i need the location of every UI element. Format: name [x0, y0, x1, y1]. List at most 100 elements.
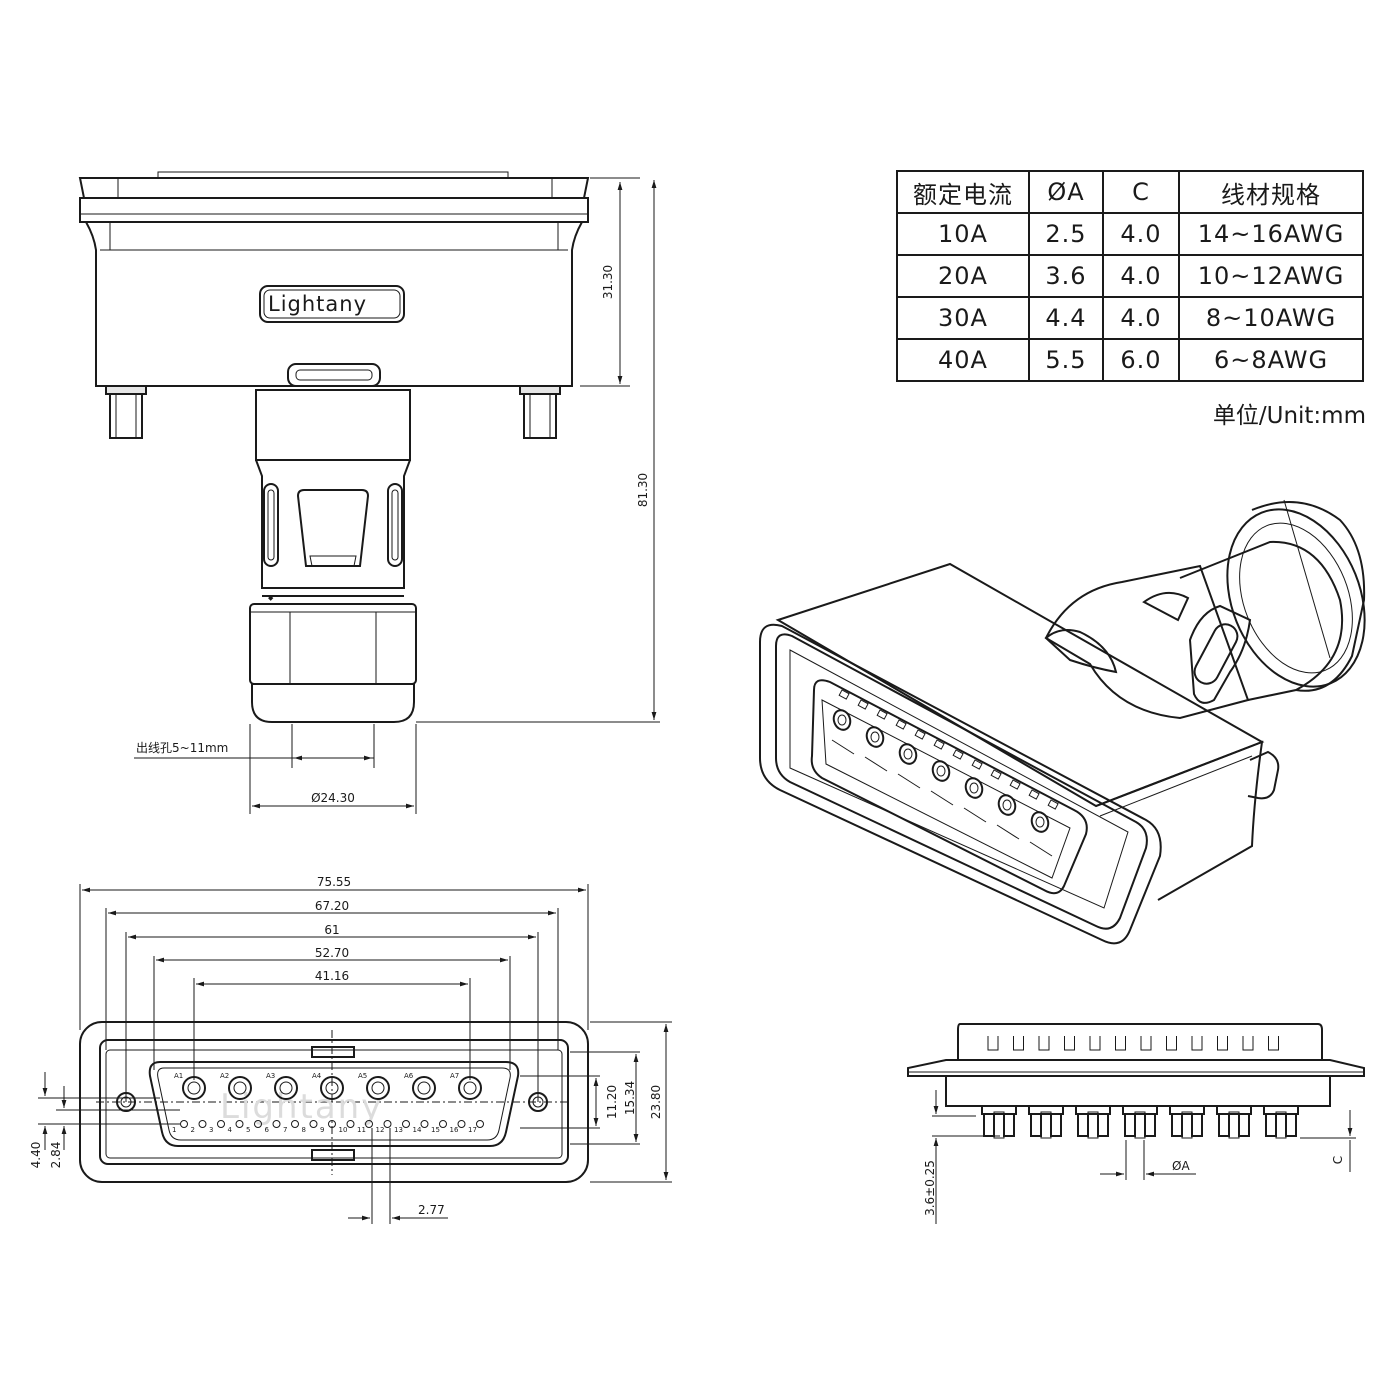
signal-pin-label: 8: [302, 1126, 306, 1134]
signal-pin-hole: [235, 1120, 244, 1128]
side-slot: [1242, 1036, 1254, 1051]
signal-pin: 14: [413, 1120, 429, 1134]
signal-pin-label: 3: [209, 1126, 213, 1134]
contact-tail: [1171, 1113, 1183, 1137]
dim-left-284: 2.84: [49, 1142, 63, 1169]
power-pin-outer: [458, 1076, 482, 1100]
power-pin-inner: [463, 1081, 477, 1095]
iso-contact-core: [1035, 816, 1045, 828]
watermark: Lightany: [220, 1087, 383, 1127]
contact-collar: [1075, 1105, 1111, 1115]
table-header-row: 额定电流 ØA C 线材规格: [896, 170, 1364, 214]
contact-tail: [1218, 1113, 1230, 1137]
iso-contact-ring: [898, 743, 918, 765]
signal-pin: 11: [357, 1120, 373, 1134]
side-slot: [1064, 1036, 1075, 1051]
table-row: 40A 5.5 6.0 6~8AWG: [896, 338, 1364, 382]
iso-signal-slot: [876, 709, 888, 720]
iso-contact-pin: [963, 807, 987, 823]
iso-power-contact: [996, 794, 1020, 840]
iso-contact-core: [903, 748, 913, 760]
contact-tail: [1077, 1113, 1089, 1137]
contact-tail: [1124, 1113, 1136, 1137]
iso-contact-pin: [996, 824, 1020, 840]
side-slot-row: [987, 1036, 1279, 1051]
iso-contact-pin: [864, 756, 888, 772]
contact-collar: [981, 1105, 1017, 1115]
isometric-view-drawing: [759, 499, 1366, 945]
iso-signal-slot: [971, 759, 983, 770]
side-slot: [1013, 1036, 1024, 1051]
table-cell: 4.0: [1102, 254, 1180, 298]
iso-contact-core: [837, 714, 847, 726]
power-pin-inner: [417, 1081, 431, 1095]
dim-width-61: 61: [324, 923, 339, 937]
power-pin: A6: [404, 1072, 436, 1100]
signal-pin-hole: [365, 1120, 373, 1128]
iso-signal-slot: [990, 769, 1002, 780]
svg-text:◆: ◆: [268, 594, 274, 602]
side-slot: [1268, 1036, 1279, 1051]
signal-pin: 8: [302, 1120, 318, 1134]
table-cell: 6.0: [1102, 338, 1180, 382]
iso-power-contact: [864, 726, 888, 772]
iso-contact-core: [969, 782, 979, 794]
power-pin-outer: [228, 1076, 252, 1100]
signal-pin-label: 11: [357, 1126, 366, 1134]
signal-pin-label: 16: [450, 1126, 459, 1134]
side-contact: [1169, 1105, 1205, 1139]
dim-tail: 3.6±0.25: [923, 1160, 937, 1216]
table-row: 10A 2.5 4.0 14~16AWG: [896, 212, 1364, 256]
dim-diameter-a: ØA: [1172, 1159, 1190, 1173]
iso-contact-ring: [997, 794, 1017, 816]
iso-contact-ring: [964, 777, 984, 799]
iso-signal-slot: [933, 739, 945, 750]
dim-pitch: 2.77: [418, 1203, 445, 1217]
iso-contact-ring: [931, 760, 951, 782]
signal-pin-hole: [217, 1120, 225, 1128]
contact-tail: [1191, 1113, 1203, 1137]
power-pin-inner: [233, 1081, 247, 1095]
signal-pin: 1: [172, 1120, 188, 1134]
contact-center: [1134, 1111, 1146, 1139]
power-pin-outer: [366, 1076, 390, 1100]
signal-pin-hole: [309, 1120, 318, 1128]
power-pin: A3: [266, 1072, 298, 1100]
side-slot: [987, 1036, 999, 1051]
signal-pin-label: 1: [172, 1126, 176, 1134]
table-cell: 10A: [896, 212, 1030, 256]
contact-collar: [1169, 1105, 1205, 1115]
iso-power-contact: [831, 709, 855, 755]
signal-pin-label: 9: [320, 1126, 324, 1134]
side-contact: [1075, 1105, 1111, 1139]
iso-contact-pin: [831, 739, 855, 755]
table-cell: 14~16AWG: [1178, 212, 1364, 256]
power-pin-label: A7: [450, 1072, 459, 1080]
iso-signal-slot: [952, 749, 964, 760]
front-view-drawing: 75.55 67.20 61 52.70 41.16 Lightan: [29, 875, 672, 1224]
signal-pin-hole: [457, 1120, 466, 1128]
iso-contact-core: [870, 731, 880, 743]
table-cell: 10~12AWG: [1178, 254, 1364, 298]
power-pin-label: A4: [312, 1072, 322, 1080]
signal-pin-label: 4: [228, 1126, 233, 1134]
contact-center: [1275, 1111, 1287, 1139]
table-cell: 5.5: [1028, 338, 1104, 382]
signal-pin-hole: [346, 1120, 355, 1128]
iso-power-contact: [930, 760, 954, 806]
contact-center: [1181, 1111, 1193, 1139]
contact-collar: [1122, 1105, 1158, 1115]
signal-pin: 10: [339, 1120, 355, 1134]
table-cell: 40A: [896, 338, 1030, 382]
signal-pin: 2: [191, 1120, 207, 1134]
spec-table: 额定电流 ØA C 线材规格 10A 2.5 4.0 14~16AWG 20A …: [896, 170, 1364, 382]
signal-pin-label: 7: [283, 1126, 287, 1134]
dim-diameter: Ø24.30: [311, 791, 355, 805]
power-pin-outer: [412, 1076, 436, 1100]
power-pin: A5: [358, 1072, 390, 1100]
table-cell: 30A: [896, 296, 1030, 340]
table-row: 20A 3.6 4.0 10~12AWG: [896, 254, 1364, 298]
side-slot: [1089, 1036, 1101, 1051]
signal-pin-hole: [402, 1120, 410, 1128]
